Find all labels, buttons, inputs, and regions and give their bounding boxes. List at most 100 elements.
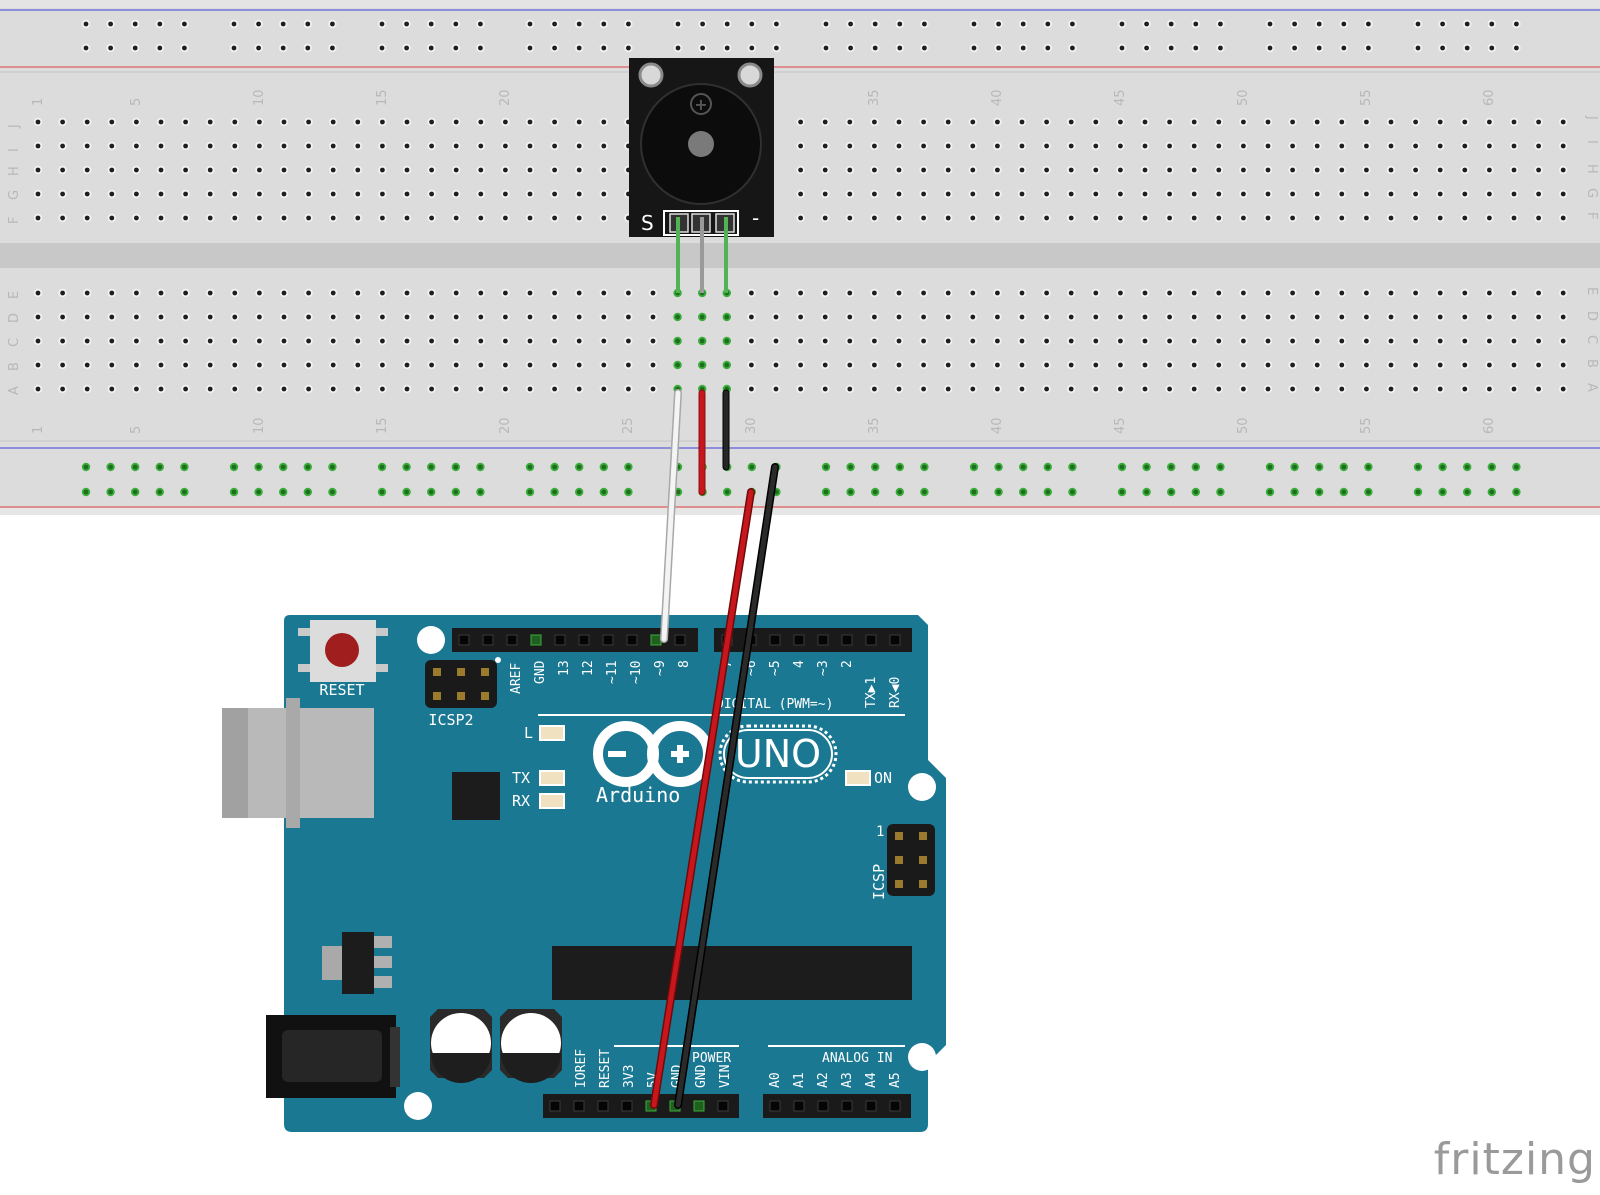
breadboard-hole-center — [897, 489, 903, 495]
breadboard-hole-center — [1044, 119, 1049, 125]
header-pin[interactable] — [506, 634, 518, 646]
header-pin[interactable] — [573, 1100, 585, 1112]
breadboard-hole-center — [896, 290, 902, 296]
header-pin[interactable] — [717, 1100, 729, 1112]
header-pin[interactable] — [889, 1100, 901, 1112]
breadboard-hole-center — [1292, 489, 1297, 495]
breadboard-hole-center — [749, 290, 754, 296]
breadboard-hole-center — [207, 143, 213, 149]
breadboard-hole-center — [207, 338, 213, 344]
center-channel — [0, 243, 1600, 268]
header-pin[interactable] — [482, 634, 494, 646]
breadboard-hole-center — [897, 464, 903, 470]
breadboard-hole-center — [798, 290, 803, 296]
breadboard-hole-center — [109, 119, 115, 125]
breadboard-hole-center — [1068, 167, 1074, 173]
header-pin[interactable] — [458, 634, 470, 646]
breadboard-hole-center — [1440, 21, 1445, 27]
breadboard-hole-center — [1265, 119, 1271, 125]
breadboard-hole-center — [1019, 314, 1025, 320]
breadboard-hole-center — [552, 489, 557, 495]
pin-label-12: 12 — [581, 660, 596, 676]
header-pin[interactable] — [769, 1100, 781, 1112]
breadboard-hole-center — [1019, 290, 1025, 296]
breadboard-hole-center — [1511, 191, 1517, 197]
breadboard-hole-center — [921, 338, 926, 344]
breadboard-hole-center — [1339, 338, 1345, 344]
header-pin[interactable] — [674, 634, 686, 646]
breadboard-hole-center — [847, 191, 853, 197]
breadboard-hole-center — [1440, 45, 1445, 51]
buzzer-module[interactable]: + S - — [629, 58, 774, 293]
breadboard-hole-center — [872, 314, 877, 320]
header-pin[interactable] — [817, 634, 829, 646]
breadboard-hole-center — [1339, 143, 1345, 149]
header-pin[interactable] — [793, 634, 805, 646]
header-pin[interactable] — [597, 1100, 609, 1112]
header-pin[interactable] — [578, 634, 590, 646]
breadboard-hole-center — [132, 464, 138, 470]
header-pin[interactable] — [841, 1100, 853, 1112]
header-pin[interactable] — [865, 634, 877, 646]
breadboard-hole-center — [1314, 119, 1320, 125]
header-pin[interactable] — [621, 1100, 633, 1112]
breadboard-hole-center — [453, 314, 459, 320]
breadboard-hole-center — [35, 338, 41, 344]
breadboard-hole-center — [306, 215, 311, 221]
breadboard-hole-center — [503, 314, 508, 320]
header-pin[interactable] — [626, 634, 638, 646]
breadboard-hole-center — [109, 386, 115, 392]
breadboard-hole-center — [724, 489, 730, 495]
reset-label: RESET — [319, 681, 364, 699]
header-pin[interactable] — [554, 634, 566, 646]
header-pin[interactable] — [817, 1100, 829, 1112]
breadboard-hole-center — [1514, 21, 1519, 27]
col-num-bottom-40: 40 — [990, 417, 1005, 434]
header-pin[interactable] — [693, 1100, 705, 1112]
header-pin[interactable] — [549, 1100, 561, 1112]
breadboard-hole-center — [1364, 167, 1369, 173]
breadboard-hole-center — [1019, 143, 1025, 149]
breadboard-hole-center — [182, 489, 187, 495]
breadboard-hole-center — [83, 21, 89, 27]
breadboard-hole-center — [1241, 362, 1246, 368]
breadboard-hole-center — [1511, 314, 1517, 320]
breadboard-hole-center — [1364, 362, 1369, 368]
breadboard-hole-center — [601, 143, 607, 149]
breadboard-hole-center — [60, 386, 65, 392]
breadboard-hole-center — [601, 362, 607, 368]
breadboard-hole-center — [1167, 314, 1172, 320]
row-letter-right-d: D — [1584, 311, 1599, 321]
breadboard-hole-center — [1560, 386, 1566, 392]
header-pin[interactable] — [650, 634, 662, 646]
breadboard-hole-center — [1339, 119, 1345, 125]
header-pin[interactable] — [865, 1100, 877, 1112]
header-pin[interactable] — [769, 634, 781, 646]
breadboard-hole-center — [1339, 191, 1345, 197]
header-pin[interactable] — [889, 634, 901, 646]
header-pin[interactable] — [793, 1100, 805, 1112]
breadboard-hole-center — [1218, 45, 1223, 51]
breadboard-hole-center — [1068, 215, 1074, 221]
breadboard-hole-center — [1068, 314, 1074, 320]
breadboard-hole-center — [872, 45, 878, 51]
breadboard-hole-center — [552, 45, 557, 51]
reset-button[interactable] — [298, 620, 388, 682]
breadboard-hole-center — [1388, 119, 1394, 125]
breadboard-hole-center — [1045, 21, 1051, 27]
pin-label-a3: A3 — [840, 1072, 855, 1088]
breadboard-hole-center — [1118, 290, 1123, 296]
breadboard-hole-center — [798, 314, 803, 320]
breadboard-hole-center — [970, 386, 976, 392]
breadboard-hole-center — [1118, 338, 1123, 344]
breadboard-hole-center — [1314, 338, 1320, 344]
header-pin[interactable] — [841, 634, 853, 646]
breadboard-hole-center — [576, 338, 582, 344]
breadboard-hole-center — [1093, 191, 1099, 197]
breadboard-hole-center — [158, 143, 164, 149]
header-pin[interactable] — [530, 634, 542, 646]
header-pin[interactable] — [602, 634, 614, 646]
breadboard-hole-center — [1168, 489, 1174, 495]
breadboard-hole-center — [1216, 191, 1222, 197]
col-num-35: 35 — [867, 89, 882, 106]
